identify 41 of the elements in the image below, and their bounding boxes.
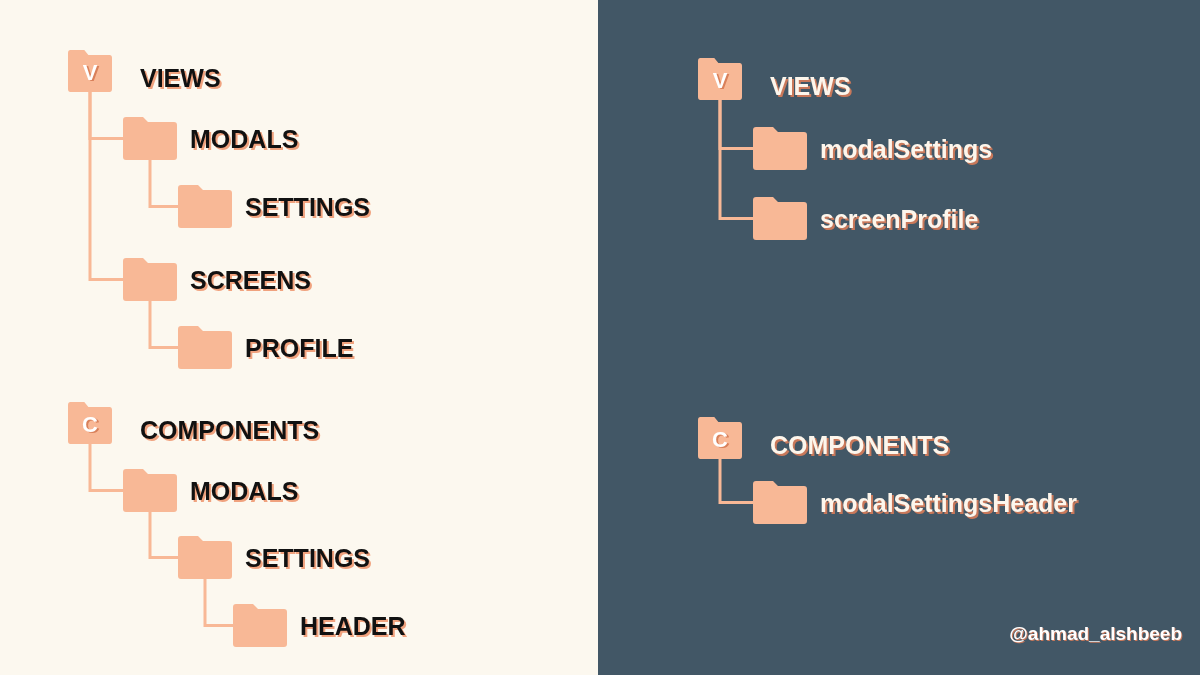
tree-connector [88,92,123,281]
folder-name: MODALS [190,475,299,506]
folder-name: COMPONENTS [140,415,320,445]
folder-icon [753,197,807,240]
lettered-folder [68,50,112,92]
folder-letter: C [711,426,729,454]
folder-name: SETTINGS [245,542,370,573]
folder-name: modalSettingsHeader [820,487,1077,518]
tree-connector [148,160,178,208]
folder-name: SCREENS [190,264,311,295]
folder-letter: V [81,59,99,87]
folder-icon [178,185,232,228]
folder-name: HEADER [300,610,406,641]
folder-icon [123,258,177,301]
author-handle: @ahmad_alshbeeb [1009,622,1182,646]
tree-connector [148,301,178,349]
folder-icon [753,127,807,170]
folder-name: modalSettings [820,133,993,164]
lettered-folder [698,417,742,459]
tree-connector [88,444,123,492]
tree-connector [148,512,178,559]
folder-icon [753,481,807,524]
folder-name: VIEWS [770,71,851,101]
folder-name: PROFILE [245,332,354,363]
folder-letter: V [711,67,729,95]
folder-name: MODALS [190,123,299,154]
folder-icon [178,536,232,579]
tree-connector [203,579,233,627]
lettered-folder [698,58,742,100]
folder-name: COMPONENTS [770,430,950,460]
tree-connector [718,100,753,220]
tree-connector [718,459,753,504]
folder-icon [123,469,177,512]
folder-name: SETTINGS [245,191,370,222]
folder-name: screenProfile [820,203,979,234]
lettered-folder [68,402,112,444]
folder-icon [233,604,287,647]
folder-icon [178,326,232,369]
folder-letter: C [81,411,99,439]
folder-icon [123,117,177,160]
folder-name: VIEWS [140,63,221,93]
